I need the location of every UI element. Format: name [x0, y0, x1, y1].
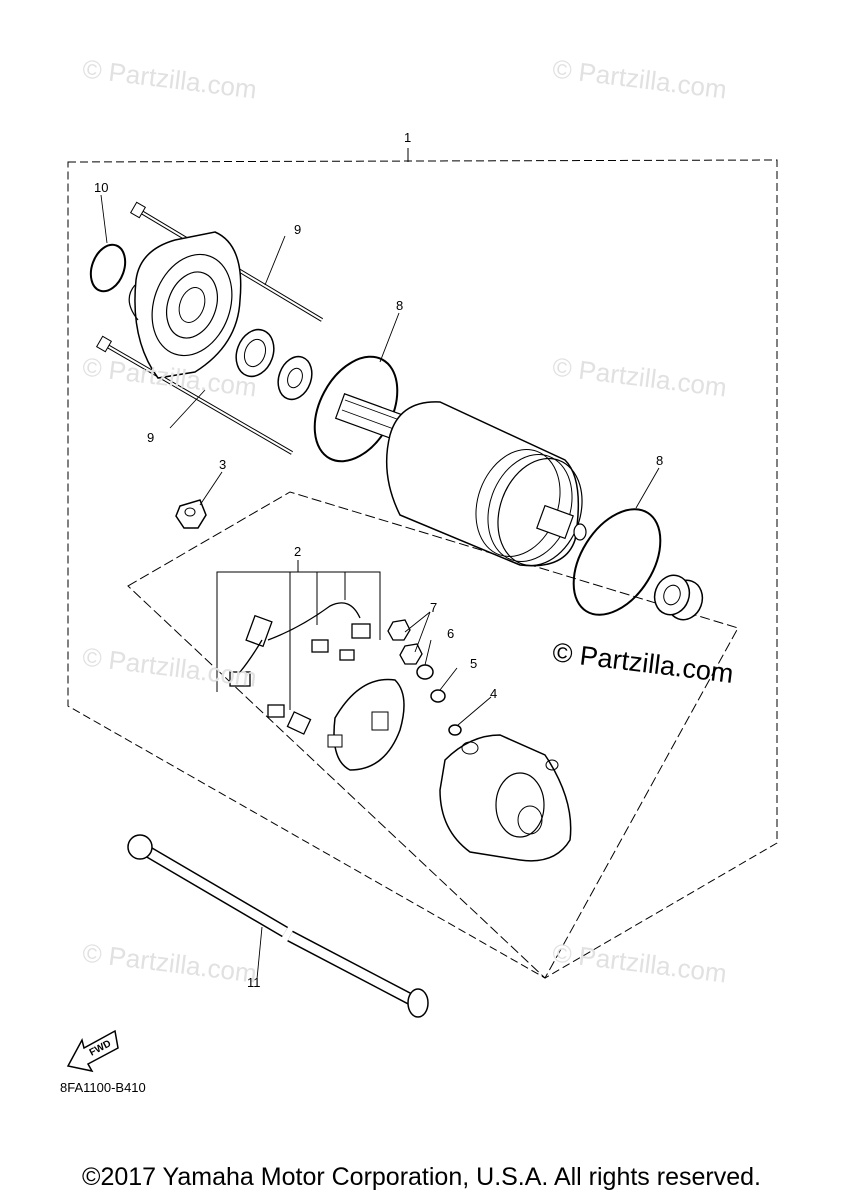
callout-6: 6 — [447, 626, 455, 641]
brush-set-bracket — [216, 560, 381, 710]
callout-10: 10 — [94, 180, 109, 195]
washer-6 — [416, 664, 434, 680]
o-ring-8-lower — [572, 508, 662, 616]
fwd-arrow-icon — [66, 1029, 119, 1073]
washer-5 — [430, 689, 446, 703]
o-ring-10 — [89, 243, 127, 293]
starter-lead-cable — [127, 834, 429, 1018]
brush-assembly — [229, 602, 371, 735]
rear-cover — [439, 734, 572, 862]
nuts-7 — [387, 619, 423, 665]
front-cover — [128, 231, 242, 379]
callout-8: 8 — [396, 298, 404, 313]
callout-11: 11 — [247, 975, 261, 990]
callout-9: 9 — [147, 430, 155, 445]
leader-lines — [100, 194, 660, 980]
callout-2: 2 — [294, 544, 302, 559]
callout-5: 5 — [470, 656, 478, 671]
diagram-code: 8FA1100-B410 — [60, 1080, 146, 1095]
callout-8: 8 — [656, 453, 664, 468]
through-bolt-lower — [95, 335, 294, 455]
bushing — [653, 574, 704, 621]
assembly-frame — [67, 159, 778, 979]
oil-seal — [277, 355, 313, 401]
nut-3 — [175, 499, 207, 529]
copyright-notice: ©2017 Yamaha Motor Corporation, U.S.A. A… — [82, 1163, 761, 1191]
callout-9: 9 — [294, 222, 302, 237]
callout-7: 7 — [430, 600, 438, 615]
callout-4: 4 — [490, 686, 498, 701]
sub-assembly-frame — [127, 491, 739, 979]
motor-yoke — [385, 401, 587, 567]
callout-3: 3 — [219, 457, 227, 472]
bearing — [235, 328, 275, 378]
callout-1: 1 — [404, 130, 412, 145]
brush-plate — [327, 678, 405, 771]
o-ring-4 — [448, 724, 462, 736]
